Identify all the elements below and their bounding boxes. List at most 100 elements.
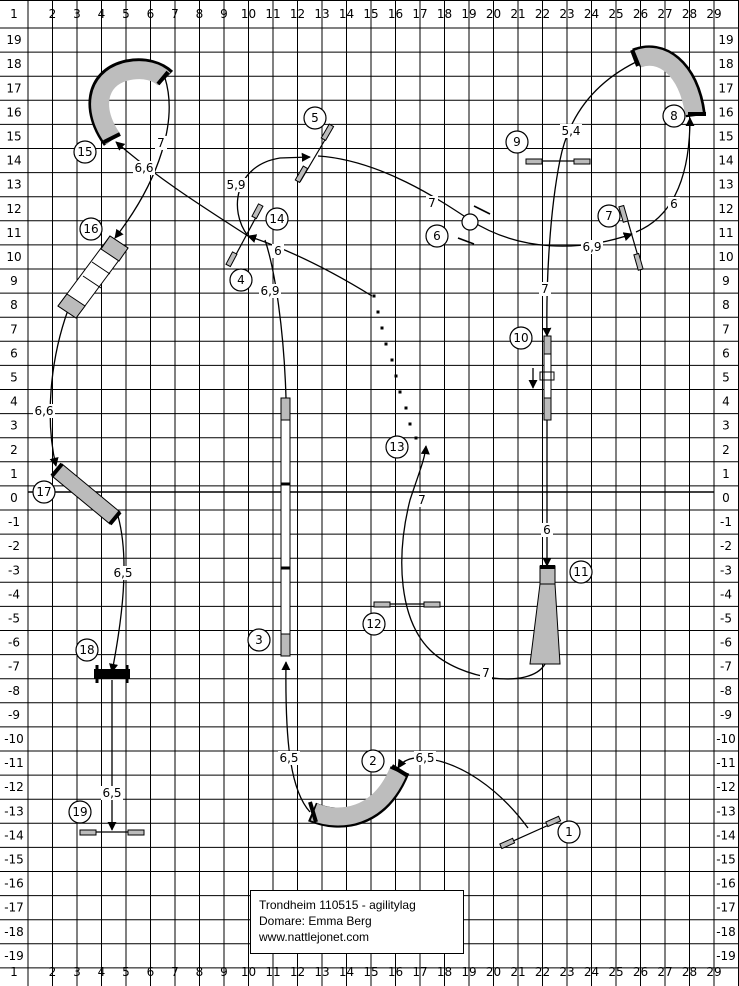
column-label: 2: [49, 965, 57, 979]
row-label: 18: [6, 57, 21, 71]
row-label: 8: [10, 298, 18, 312]
number-label: 8: [670, 109, 678, 123]
row-label: -11: [4, 756, 24, 770]
obstacle-number-15: 15: [73, 140, 97, 164]
row-label: -17: [716, 901, 736, 915]
column-label: 29: [706, 965, 721, 979]
obstacle-number-4: 4: [229, 268, 253, 292]
row-label: 11: [6, 226, 21, 240]
column-label: 7: [171, 965, 179, 979]
column-label: 7: [171, 7, 179, 21]
row-label: -1: [720, 515, 732, 529]
row-label: 16: [718, 105, 733, 119]
dotted-marker: [408, 422, 412, 426]
row-label: -9: [720, 708, 732, 722]
row-label: -8: [720, 684, 732, 698]
obstacle-number-19: 19: [68, 800, 92, 824]
course-info-box: Trondheim 110515 - agilitylag Domare: Em…: [250, 890, 464, 954]
row-labels-left: 191817161514131211109876543210-1-2-3-4-5…: [4, 33, 24, 963]
row-label: -17: [4, 901, 24, 915]
column-label: 1: [10, 965, 18, 979]
column-label: 1: [10, 7, 18, 21]
column-label: 8: [196, 965, 204, 979]
number-label: 10: [513, 331, 528, 345]
obstacle-number-17: 17: [32, 480, 56, 504]
obstacle-number-10: 10: [509, 326, 533, 350]
obstacle-number-6: 6: [425, 224, 449, 248]
row-label: 3: [10, 419, 18, 433]
row-label: -12: [716, 780, 736, 794]
row-label: 4: [10, 395, 18, 409]
dotted-marker: [380, 326, 384, 330]
row-label: 7: [10, 322, 18, 336]
row-label: 14: [6, 154, 21, 168]
obstacle-tunnel-2: [308, 764, 410, 828]
obstacle-dogwalk-3: [280, 397, 291, 657]
number-circle: [509, 326, 533, 350]
row-label: 8: [722, 298, 730, 312]
distance-label: 6,5: [279, 751, 298, 765]
row-label: -5: [720, 611, 732, 625]
number-circle: [385, 435, 409, 459]
obstacle-number-8: 8: [662, 104, 686, 128]
path-3-4: [264, 239, 287, 399]
column-label: 20: [486, 965, 501, 979]
column-label: 29: [706, 7, 721, 21]
obstacle-number-14: 14: [265, 207, 289, 231]
column-label: 15: [363, 965, 378, 979]
column-label: 18: [437, 965, 452, 979]
obstacle-number-1: 1: [557, 820, 581, 844]
row-label: 7: [722, 322, 730, 336]
column-label: 5: [122, 965, 130, 979]
number-label: 9: [513, 135, 521, 149]
column-label: 25: [608, 965, 623, 979]
column-label: 27: [657, 965, 672, 979]
row-label: 15: [718, 129, 733, 143]
column-label: 20: [486, 7, 501, 21]
row-label: -12: [4, 780, 24, 794]
row-label: 19: [6, 33, 21, 47]
obstacle-tunnel-17: [50, 462, 122, 526]
obstacle-number-18: 18: [75, 638, 99, 662]
obstacle-weave-10: [539, 335, 555, 421]
column-label: 10: [241, 965, 256, 979]
row-label: -16: [716, 877, 736, 891]
row-labels-right: 191817161514131211109876543210-1-2-3-4-5…: [716, 33, 736, 963]
row-label: -2: [8, 539, 20, 553]
number-circle: [505, 130, 529, 154]
number-circle: [75, 638, 99, 662]
column-label: 12: [290, 7, 305, 21]
path-7-8: [635, 117, 695, 233]
number-label: 11: [573, 565, 588, 579]
column-label: 6: [147, 7, 155, 21]
distance-label: 7: [541, 282, 549, 296]
number-circle: [32, 480, 56, 504]
row-label: -18: [4, 925, 24, 939]
row-label: 1: [722, 467, 730, 481]
number-label: 3: [255, 633, 263, 647]
number-label: 12: [366, 617, 381, 631]
number-label: 2: [369, 754, 377, 768]
distance-label: 6: [670, 197, 678, 211]
row-label: -6: [720, 636, 732, 650]
column-label: 28: [682, 965, 697, 979]
column-label: 24: [584, 965, 599, 979]
column-label: 6: [147, 965, 155, 979]
number-circle: [569, 560, 593, 584]
number-circle: [361, 749, 385, 773]
distance-labels: 6,5 6,5 6,9 5,9 7 6,9 6 5,4 7 6 7 7 6 7 …: [33, 124, 680, 800]
obstacle-number-9: 9: [505, 130, 529, 154]
row-label: 12: [6, 202, 21, 216]
number-label: 18: [79, 643, 94, 657]
row-label: 16: [6, 105, 21, 119]
column-label: 21: [510, 7, 525, 21]
distance-label: 6,5: [113, 566, 132, 580]
row-label: -7: [720, 660, 732, 674]
row-label: -13: [4, 804, 24, 818]
distance-label: 6,9: [260, 284, 279, 298]
dotted-marker: [376, 310, 380, 314]
course-title: Trondheim 110515 - agilitylag: [259, 898, 416, 912]
distance-label: 7: [418, 493, 426, 507]
column-label: 26: [633, 7, 648, 21]
distance-label: 6: [274, 244, 282, 258]
